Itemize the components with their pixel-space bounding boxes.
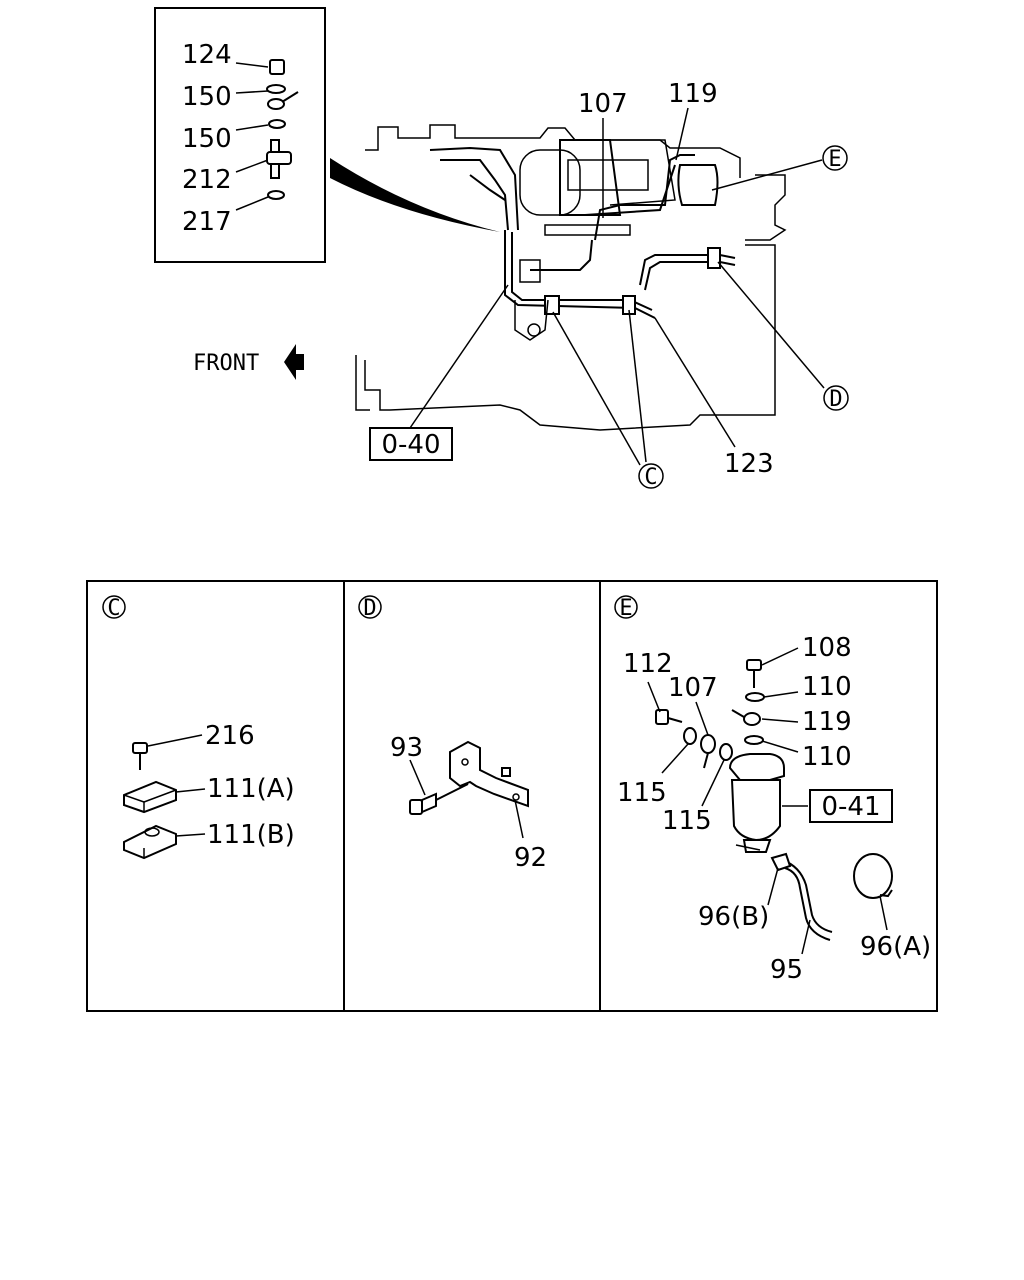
label-93: 93 <box>390 733 423 763</box>
inset-label-212: 212 <box>182 165 232 195</box>
circle-letter-e: E <box>822 145 848 172</box>
svg-text:D: D <box>363 596 376 621</box>
label-111b: 111(B) <box>207 820 295 850</box>
label-123: 123 <box>724 449 774 479</box>
callout-wedge <box>330 158 500 232</box>
label-112: 112 <box>623 649 673 679</box>
label-107-e: 107 <box>668 673 718 703</box>
svg-text:E: E <box>619 596 632 621</box>
label-119: 119 <box>668 79 718 109</box>
engine-assembly <box>355 124 787 431</box>
label-92: 92 <box>514 843 547 873</box>
svg-text:0-41: 0-41 <box>821 792 880 822</box>
label-115-b: 115 <box>662 806 712 836</box>
svg-text:C: C <box>107 596 120 621</box>
label-96b: 96(B) <box>698 902 769 932</box>
washer-217-part <box>267 190 285 200</box>
fitting-212-part <box>266 139 292 179</box>
front-label: FRONT <box>193 351 259 376</box>
panel-e-title: E <box>614 595 638 621</box>
washer-150-part <box>266 84 299 129</box>
panel-c-title: C <box>102 595 126 621</box>
label-110-b: 110 <box>802 742 852 772</box>
label-119-e: 119 <box>802 707 852 737</box>
panel-e: E <box>614 595 931 985</box>
label-111a: 111(A) <box>207 774 295 804</box>
svg-text:C: C <box>644 465 657 490</box>
bolt-124-part <box>269 59 285 75</box>
inset-label-150-b: 150 <box>182 124 232 154</box>
svg-text:E: E <box>828 147 841 172</box>
label-95: 95 <box>770 955 803 985</box>
detail-panels <box>86 580 938 1012</box>
inset-label-124: 124 <box>182 40 232 70</box>
label-110-a: 110 <box>802 672 852 702</box>
svg-text:0-40: 0-40 <box>381 430 440 460</box>
label-96a: 96(A) <box>860 932 931 962</box>
ref-box-0-40: 0-40 <box>369 427 453 461</box>
inset-label-217: 217 <box>182 207 232 237</box>
circle-letter-c: C <box>638 463 664 490</box>
label-115-a: 115 <box>617 778 667 808</box>
inset-box: 124 150 150 212 217 <box>154 7 326 263</box>
inset-label-150-a: 150 <box>182 82 232 112</box>
panel-d: D 93 92 <box>358 595 547 873</box>
label-107: 107 <box>578 89 628 119</box>
panel-c: C 216 111(A) 111(B) <box>102 595 295 860</box>
ref-box-0-41: 0-41 <box>809 789 893 823</box>
label-216: 216 <box>205 721 255 751</box>
svg-text:D: D <box>829 387 842 412</box>
panel-d-title: D <box>358 595 382 621</box>
circle-letter-d: D <box>823 385 849 412</box>
label-108: 108 <box>802 633 852 663</box>
front-arrow-icon <box>284 344 304 380</box>
